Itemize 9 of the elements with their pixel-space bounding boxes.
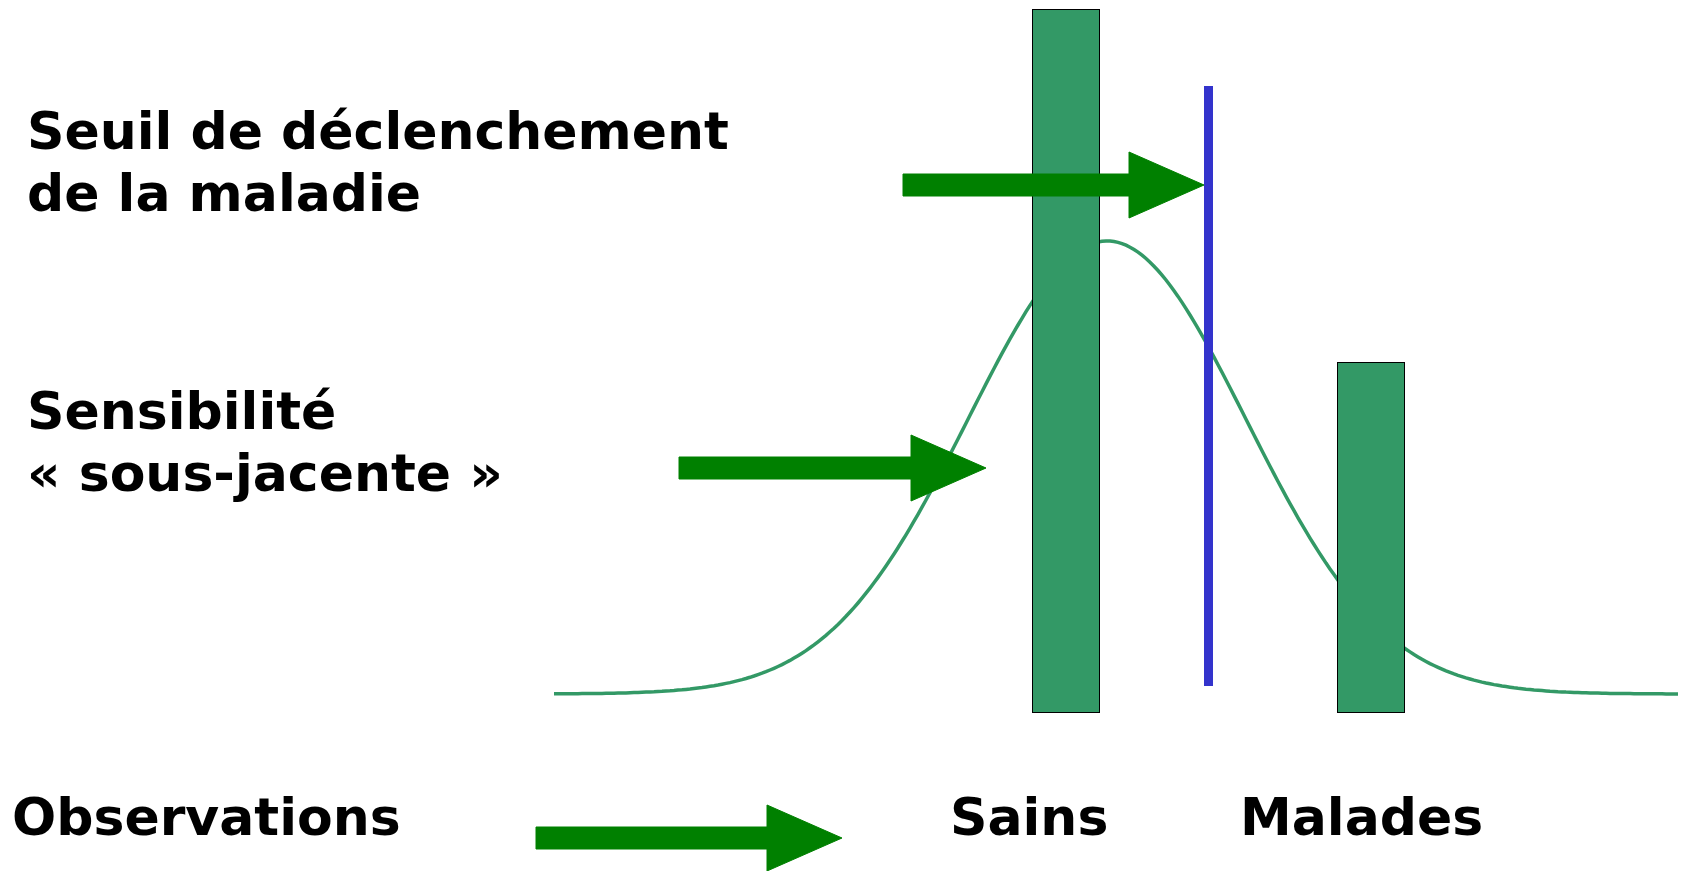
- text-label: Sensibilité « sous-jacente »: [27, 380, 679, 510]
- arrow: [902, 151, 1205, 219]
- bar: [1032, 9, 1100, 713]
- arrow: [678, 434, 987, 502]
- text-label: Malades: [1240, 786, 1500, 850]
- text-label: Seuil de déclenchement de la maladie: [27, 100, 903, 230]
- arrow: [535, 804, 843, 871]
- text-label: Observations: [12, 786, 536, 850]
- text-label: Sains: [842, 786, 1132, 850]
